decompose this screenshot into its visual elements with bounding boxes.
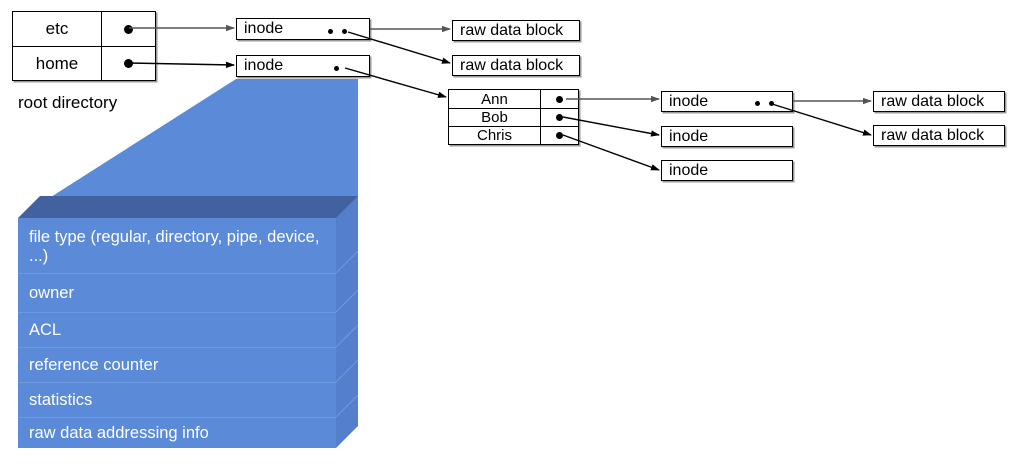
home-entry-pointer-ann[interactable] <box>541 90 577 108</box>
raw-data-block-ann-1[interactable]: raw data block <box>873 91 1005 112</box>
pointer-dot-icon <box>555 95 563 103</box>
pointer-dot-icon <box>555 132 563 139</box>
home-entry-name-ann: Ann <box>449 90 541 108</box>
table-row[interactable]: Ann <box>449 90 578 108</box>
inode-field-raw-data-addressing: raw data addressing info <box>18 417 336 448</box>
inode-field-label: ACL <box>29 320 62 339</box>
pointer-dot-icon <box>123 59 133 68</box>
root-entry-pointer-etc[interactable] <box>102 12 154 46</box>
inode-field-statistics: statistics <box>18 382 336 417</box>
inode-field-label: reference counter <box>29 355 159 374</box>
home-entry-name-chris: Chris <box>449 127 541 144</box>
inode-field-file-type: file type (regular, directory, pipe, dev… <box>18 218 336 273</box>
inode-field-label: owner <box>29 283 74 302</box>
inode-field-list: file type (regular, directory, pipe, dev… <box>18 218 336 448</box>
raw-data-block-label: raw data block <box>460 56 564 74</box>
raw-data-block-etc-1[interactable]: raw data block <box>452 20 580 41</box>
raw-data-block-label: raw data block <box>881 92 985 110</box>
inode-field-label: file type (regular, directory, pipe, dev… <box>29 228 320 265</box>
inode-label: inode <box>669 127 709 145</box>
table-row[interactable]: Bob <box>449 108 578 126</box>
pointer-dot-icon <box>334 66 339 71</box>
pointer-dot-icon <box>555 114 563 121</box>
inode-field-acl: ACL <box>18 312 336 347</box>
inode-field-label: raw data addressing info <box>29 423 209 442</box>
root-entry-pointer-home[interactable] <box>102 47 154 80</box>
inode-box-bob[interactable]: inode <box>661 126 793 147</box>
raw-data-block-etc-2[interactable]: raw data block <box>452 55 580 76</box>
root-entry-name-home: home <box>13 47 102 80</box>
inode-box-chris[interactable]: inode <box>661 160 793 181</box>
inode-field-reference-counter: reference counter <box>18 347 336 382</box>
inode-label: inode <box>669 161 709 179</box>
home-entry-pointer-chris[interactable] <box>541 127 577 144</box>
inode-label: inode <box>244 20 284 37</box>
raw-data-block-label: raw data block <box>460 21 564 39</box>
inode-box-home[interactable]: inode <box>236 55 370 77</box>
home-entry-pointer-bob[interactable] <box>541 109 577 126</box>
home-entry-name-bob: Bob <box>449 109 541 126</box>
pointer-dot-icon <box>342 29 347 34</box>
inode-home-pointer-dots <box>334 66 339 71</box>
root-entry-name-etc: etc <box>13 12 102 46</box>
table-row[interactable]: etc <box>13 12 155 46</box>
pointer-dot-icon <box>328 29 333 34</box>
block-front-face <box>18 218 336 448</box>
inode-field-label: statistics <box>29 390 93 409</box>
inode-label: inode <box>669 92 709 110</box>
inode-label: inode <box>244 57 284 74</box>
inode-detail-block: file type (regular, directory, pipe, dev… <box>18 196 358 448</box>
inode-box-ann[interactable]: inode <box>661 91 793 112</box>
inode-etc-pointer-dots <box>328 29 347 34</box>
raw-data-block-label: raw data block <box>881 126 985 144</box>
root-directory-table: etc home <box>12 11 156 81</box>
home-directory-table: Ann Bob Chris <box>448 89 579 145</box>
pointer-dot-icon <box>755 101 760 106</box>
block-top-face <box>18 196 358 218</box>
table-row[interactable]: home <box>13 46 155 80</box>
root-directory-caption: root directory <box>18 93 118 112</box>
block-side-face <box>336 196 358 448</box>
pointer-dot-icon <box>769 101 774 106</box>
inode-field-owner: owner <box>18 273 336 312</box>
pointer-dot-icon <box>123 24 133 34</box>
table-row[interactable]: Chris <box>449 126 578 144</box>
raw-data-block-ann-2[interactable]: raw data block <box>873 125 1005 146</box>
inode-box-etc[interactable]: inode <box>236 18 370 40</box>
inode-ann-pointer-dots <box>755 101 774 106</box>
